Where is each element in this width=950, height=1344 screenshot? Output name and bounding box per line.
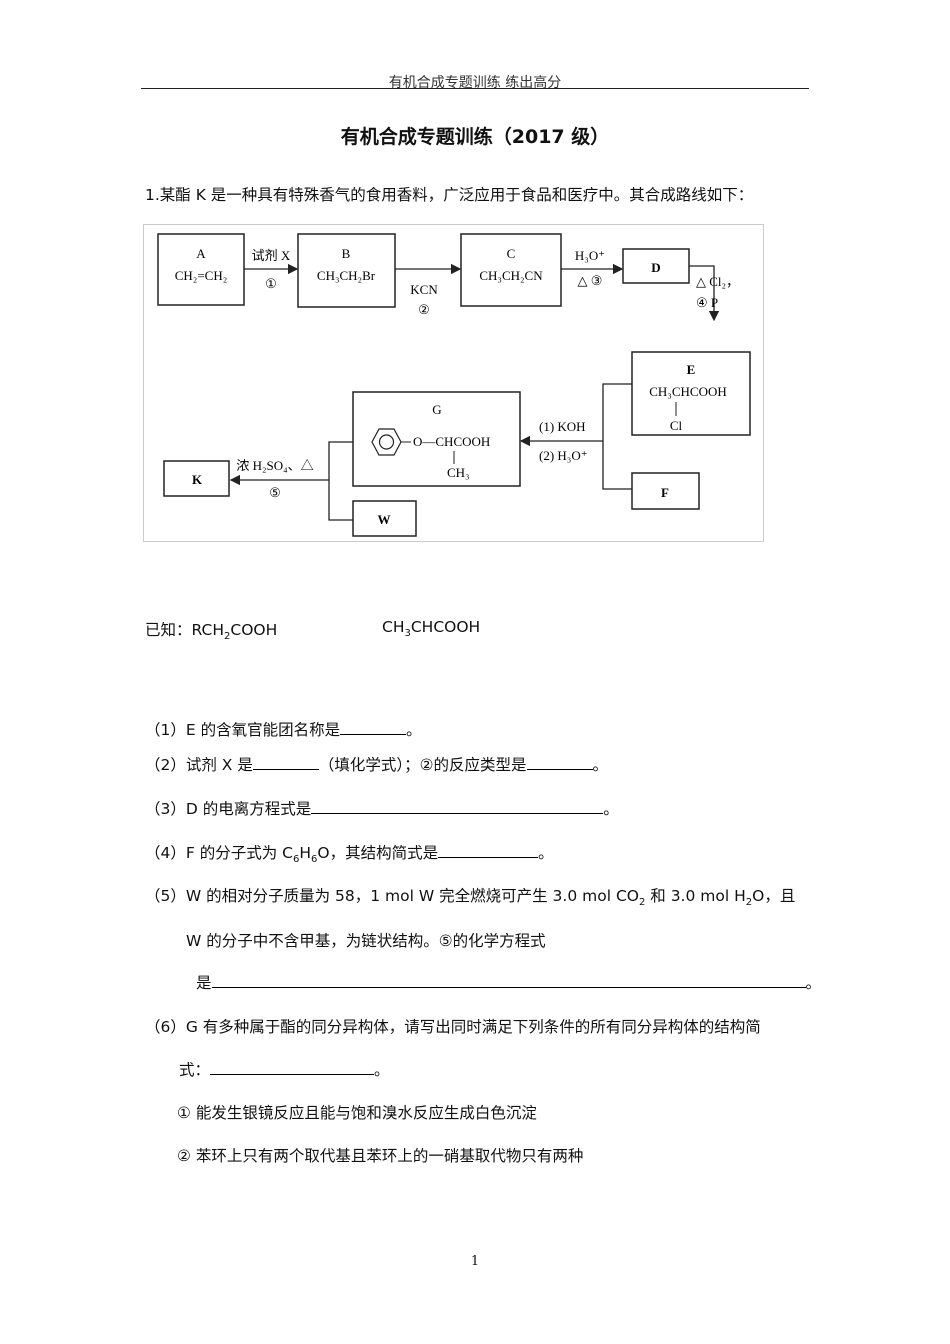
step3-condition: △ ③	[578, 273, 603, 288]
step-GE-1: (1) KOH	[539, 419, 586, 434]
formula-G-methyl: CH₃	[447, 465, 470, 480]
known-label: 已知：	[145, 621, 192, 639]
synthesis-scheme: A CH₂=CH₂ 试剂 X ① B CH₃CH₂Br KCN ② C CH₃C…	[143, 224, 764, 542]
known-left: RCH	[191, 621, 224, 639]
formula-B: CH₃CH₂Br	[317, 268, 376, 283]
label-G: G	[432, 402, 441, 417]
document-title: 有机合成专题训练（2017 级）	[340, 126, 610, 148]
label-E: E	[687, 362, 696, 377]
answer-blank-1[interactable]	[340, 720, 407, 735]
label-K: K	[192, 472, 203, 487]
step-GE-2: (2) H₃O⁺	[539, 448, 588, 463]
formula-E: CH₃CHCOOH	[649, 384, 727, 399]
formula-C: CH₃CH₂CN	[479, 268, 543, 283]
question-1: （1）E 的含氧官能团名称是。	[145, 720, 422, 739]
step2-reagent: KCN	[410, 282, 438, 297]
box-C	[460, 233, 562, 307]
step1-reagent: 试剂 X	[252, 248, 291, 263]
question-5-line3: 是。	[196, 973, 822, 992]
step3-reagent: H₃O⁺	[575, 248, 605, 263]
formula-G-chain: O—CHCOOH	[413, 434, 490, 449]
question-4: （4）F 的分子式为 C6H6O，其结构简式是。	[145, 843, 554, 866]
box-B	[297, 233, 396, 308]
question-6: （6）G 有多种属于酯的同分异构体，请写出同时满足下列条件的所有同分异构体的结构…	[145, 1018, 761, 1036]
step5-number: ⑤	[269, 485, 281, 500]
step1-number: ①	[265, 276, 277, 291]
formula-A: CH₂=CH₂	[175, 268, 228, 283]
scheme-frame	[143, 224, 764, 542]
page-number: 1	[470, 1254, 480, 1269]
label-A: A	[196, 246, 206, 261]
question-1-intro: 1.某酯 K 是一种具有特殊香气的食用香料，广泛应用于食品和医疗中。其合成路线如…	[145, 186, 754, 204]
answer-blank-3[interactable]	[311, 799, 604, 814]
question-6-line2: 式：。	[179, 1060, 390, 1079]
step2-number: ②	[418, 302, 430, 317]
box-K	[163, 460, 230, 497]
header-rule	[141, 88, 809, 89]
step5-reagent: 浓 H₂SO₄、△	[236, 458, 313, 473]
question-5-line2: W 的分子中不含甲基，为链状结构。⑤的化学方程式	[186, 932, 546, 950]
question-2: （2）试剂 X 是（填化学式）；②的反应类型是。	[145, 755, 609, 774]
label-W: W	[378, 512, 391, 527]
question-3: （3）D 的电离方程式是。	[145, 799, 619, 818]
label-C: C	[507, 246, 516, 261]
benzene-ring	[371, 428, 402, 456]
condition-2: ② 苯环上只有两个取代基且苯环上的一硝基取代物只有两种	[177, 1147, 584, 1165]
known-line: 已知：RCH2COOH	[145, 621, 278, 643]
answer-blank-5[interactable]	[211, 973, 806, 988]
step4-condition: △ Cl₂，	[696, 274, 739, 289]
step4-number: ④ P	[696, 295, 718, 310]
label-D: D	[651, 260, 660, 275]
answer-blank-2b[interactable]	[526, 755, 593, 770]
condition-1: ① 能发生银镜反应且能与饱和溴水反应生成白色沉淀	[177, 1104, 537, 1122]
label-B: B	[342, 246, 351, 261]
page-header: 有机合成专题训练 练出高分	[388, 75, 562, 91]
known-right: CH3CHCOOH	[382, 618, 481, 640]
label-F: F	[661, 485, 669, 500]
answer-blank-2a[interactable]	[252, 755, 319, 770]
answer-blank-4[interactable]	[438, 843, 539, 858]
formula-E-substituent: Cl	[670, 418, 683, 433]
box-F	[631, 472, 700, 510]
box-W	[352, 500, 417, 537]
answer-blank-6[interactable]	[210, 1060, 375, 1075]
box-G	[352, 391, 521, 487]
box-E	[631, 351, 751, 436]
question-5: （5）W 的相对分子质量为 58，1 mol W 完全燃烧可产生 3.0 mol…	[145, 887, 796, 909]
